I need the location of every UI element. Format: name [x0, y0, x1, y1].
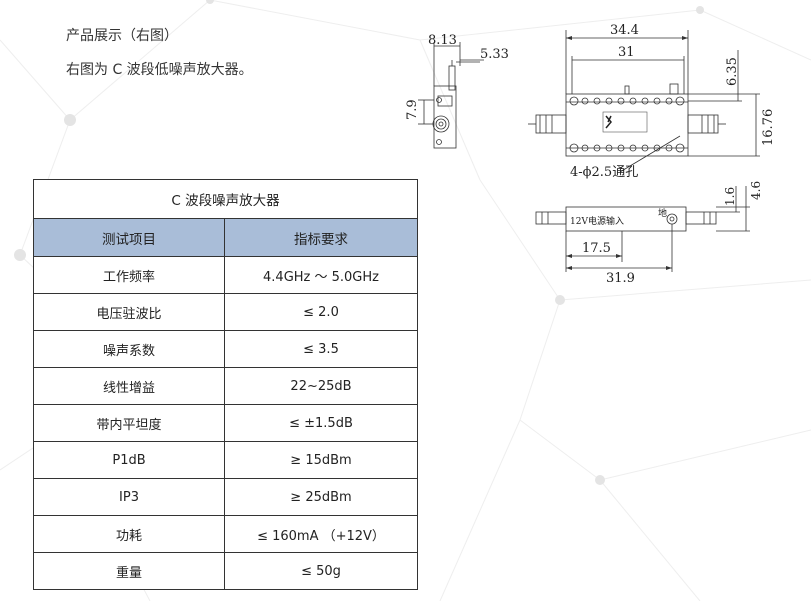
dim-total-width: 16.76 — [761, 109, 776, 146]
row-item: 带内平坦度 — [33, 404, 225, 442]
row-spec: ≤ 3.5 — [224, 330, 418, 368]
row-spec: ≥ 15dBm — [224, 441, 418, 479]
row-spec: ≤ 160mA （+12V） — [224, 515, 418, 553]
dim-hole-spacing: 31 — [618, 45, 635, 60]
side-view — [418, 42, 484, 149]
row-item: 功耗 — [33, 515, 225, 553]
row-item: 线性增益 — [33, 367, 225, 405]
dim-side-offset: 5.33 — [480, 47, 509, 62]
column-header-spec: 指标要求 — [224, 218, 418, 257]
dim-front-height: 4.6 — [749, 181, 763, 200]
intro-title: 产品展示（右图） — [66, 28, 178, 44]
top-view — [528, 30, 760, 173]
mounting-holes-note: 4-ϕ2.5通孔 — [570, 165, 638, 180]
row-item: 重量 — [33, 552, 225, 590]
dim-side-width: 8.13 — [428, 33, 457, 48]
row-item: P1dB — [33, 441, 225, 479]
table-row: 工作频率 4.4GHz ～ 5.0GHz — [33, 256, 418, 294]
amplifier-dimension-drawing: 8.13 5.33 7.9 34.4 31 6.35 16.76 4-ϕ2.5通… — [405, 23, 776, 286]
table-row: 带内平坦度 ≤ ±1.5dB — [33, 404, 418, 442]
dim-power-pin-position: 17.5 — [582, 241, 611, 256]
ground-label: 地 — [658, 207, 667, 219]
row-spec: ≤ 50g — [224, 552, 418, 590]
table-row: 线性增益 22~25dB — [33, 367, 418, 405]
power-input-label: 12V电源输入 — [570, 215, 624, 227]
intro-description: 右图为 C 波段低噪声放大器。 — [66, 62, 253, 78]
dim-total-length: 34.4 — [610, 23, 639, 38]
table-row: 功耗 ≤ 160mA （+12V） — [33, 515, 418, 553]
dim-ground-pin-position: 31.9 — [606, 271, 635, 286]
row-spec: ≥ 25dBm — [224, 478, 418, 516]
row-spec: ≤ ±1.5dB — [224, 404, 418, 442]
table-row: P1dB ≥ 15dBm — [33, 441, 418, 479]
table-caption: C 波段噪声放大器 — [33, 179, 418, 219]
column-header-item: 测试项目 — [33, 218, 225, 257]
table-row: 重量 ≤ 50g — [33, 552, 418, 590]
dim-base-thickness: 1.6 — [723, 187, 737, 206]
row-item: 噪声系数 — [33, 330, 225, 368]
row-spec: 22~25dB — [224, 367, 418, 405]
table-row: IP3 ≥ 25dBm — [33, 478, 418, 516]
table-row: 电压驻波比 ≤ 2.0 — [33, 293, 418, 331]
dim-top-offset: 6.35 — [725, 57, 740, 86]
front-view — [535, 186, 750, 272]
spec-table: C 波段噪声放大器 测试项目 指标要求 工作频率 4.4GHz ～ 5.0GHz… — [33, 179, 418, 590]
row-spec: ≤ 2.0 — [224, 293, 418, 331]
table-row: 噪声系数 ≤ 3.5 — [33, 330, 418, 368]
dim-side-height: 7.9 — [405, 99, 420, 120]
row-item: 工作频率 — [33, 256, 225, 294]
row-item: IP3 — [33, 478, 225, 516]
row-item: 电压驻波比 — [33, 293, 225, 331]
row-spec: 4.4GHz ～ 5.0GHz — [224, 256, 418, 294]
